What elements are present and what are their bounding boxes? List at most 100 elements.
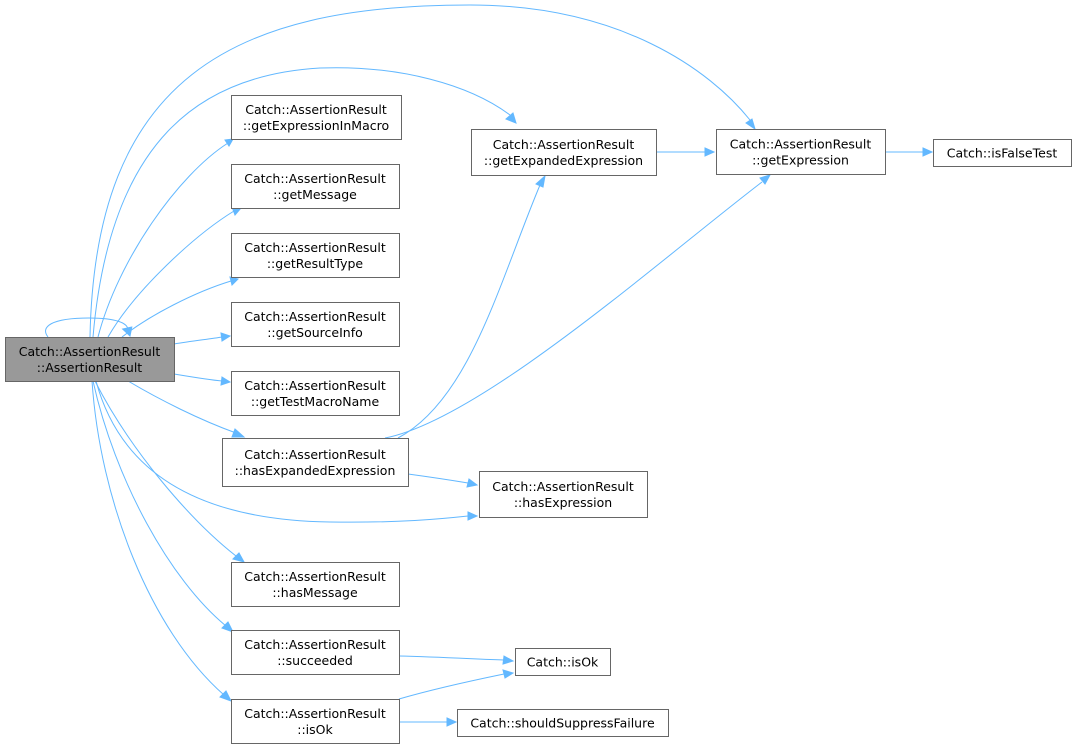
node-label: Catch::shouldSuppressFailure [470,716,655,731]
node-label-line2: ::getSourceInfo [267,325,363,340]
node-ctor[interactable]: Catch::AssertionResult::AssertionResult [5,337,175,382]
node-box [231,95,402,140]
arrowhead-icon [232,552,246,563]
edge-ctor-to-hasExpression [95,380,479,523]
arrowhead-icon [121,326,133,337]
node-label-line2: ::getExpandedExpression [484,153,643,168]
edge-line [94,380,237,557]
node-getExpression[interactable]: Catch::AssertionResult::getExpression [716,129,886,175]
node-hasMessage[interactable]: Catch::AssertionResult::hasMessage [231,562,400,607]
edge-line [173,373,223,382]
edge-hasExpandedExpression-to-getExpandedExpression [397,174,546,439]
edge-line [127,380,237,434]
arrowhead-icon [502,655,515,665]
node-label-line2: ::AssertionResult [37,360,142,375]
edge-ctor-to-hasExpandedExpression [127,380,246,438]
node-box [231,302,400,347]
node-label-line1: Catch::AssertionResult [244,378,386,393]
node-hasExpandedExpression[interactable]: Catch::AssertionResult::hasExpandedExpre… [222,438,409,487]
edge-ctor-to-isOkMember [91,380,233,702]
edge-line [398,655,505,661]
node-getExpressionInMacro[interactable]: Catch::AssertionResult::getExpressionInM… [231,95,402,140]
node-getSourceInfo[interactable]: Catch::AssertionResult::getSourceInfo [231,302,400,347]
node-box [231,562,400,607]
node-isOkMember[interactable]: Catch::AssertionResult::isOk [231,699,400,744]
edge-ctor-to-succeeded [92,380,235,633]
node-shouldSuppressFailure[interactable]: Catch::shouldSuppressFailure [457,709,669,737]
node-box [231,233,400,278]
arrowhead-icon [219,690,233,702]
arrowhead-icon [229,276,239,286]
node-getExpandedExpression[interactable]: Catch::AssertionResult::getExpandedExpre… [471,129,657,176]
arrowhead-icon [467,511,479,521]
node-getResultType[interactable]: Catch::AssertionResult::getResultType [231,233,400,278]
node-box [479,471,648,518]
edge-getExpression-to-isFalseTest [885,147,934,157]
edge-line [89,4,751,338]
node-label-line1: Catch::AssertionResult [244,171,386,186]
arrowhead-icon [922,147,934,157]
node-box [933,139,1072,167]
node-isFalseTest[interactable]: Catch::isFalseTest [933,139,1072,167]
edge-isOkMember-to-shouldSuppressFailure [399,717,458,727]
node-label-line1: Catch::AssertionResult [244,240,386,255]
edge-ctor-to-getExpressionInMacro [97,138,234,338]
node-getMessage[interactable]: Catch::AssertionResult::getMessage [231,164,400,209]
node-label-line2: ::getExpressionInMacro [243,118,389,133]
node-label-line1: Catch::AssertionResult [493,137,635,152]
edge-line [173,336,223,345]
node-label-line1: Catch::AssertionResult [244,637,386,652]
arrowhead-icon [502,669,515,679]
node-label-line2: ::hasMessage [272,585,358,600]
arrowhead-icon [505,112,517,124]
node-label-line2: ::hasExpression [514,495,612,510]
edge-ctor-to-getExpression [89,4,756,338]
edge-ctor-to-getResultType [121,276,239,338]
node-hasExpression[interactable]: Catch::AssertionResult::hasExpression [479,471,648,518]
node-box [231,699,400,744]
arrowhead-icon [466,478,479,488]
node-succeeded[interactable]: Catch::AssertionResult::succeeded [231,630,400,675]
arrowhead-icon [221,621,235,633]
node-label-line1: Catch::AssertionResult [244,569,386,584]
edge-line [91,380,225,696]
edge-line [397,184,541,439]
arrowhead-icon [759,174,772,185]
edge-line [92,380,227,627]
node-label-line1: Catch::AssertionResult [19,344,161,359]
edge-line [95,380,469,523]
edge-ctor-to-getSourceInfo [173,332,232,345]
edge-line [121,280,232,338]
edge-line [398,673,505,700]
edge-ctor-to-getTestMacroName [173,373,232,386]
node-label-line2: ::getExpression [752,153,849,168]
edge-isOkMember-to-isOk [398,669,515,700]
node-label-line2: ::succeeded [277,653,353,668]
node-box [231,630,400,675]
node-label: Catch::isOk [527,655,599,670]
arrowhead-icon [535,174,546,188]
node-label-line2: ::hasExpandedExpression [235,463,396,478]
node-box [471,129,657,176]
node-box [222,438,409,487]
node-label-line2: ::getMessage [273,187,357,202]
edge-getExpandedExpression-to-getExpression [656,147,716,157]
arrowhead-icon [446,717,458,727]
edge-ctor-to-getExpandedExpression [92,67,517,338]
node-label-line1: Catch::AssertionResult [244,447,386,462]
edge-ctor-to-ctor [45,317,133,338]
edge-ctor-to-getMessage [107,206,242,338]
node-label-line2: ::isOk [297,722,333,737]
node-label-line1: Catch::AssertionResult [245,102,387,117]
node-getTestMacroName[interactable]: Catch::AssertionResult::getTestMacroName [231,371,400,416]
node-isOk[interactable]: Catch::isOk [515,648,611,676]
edge-line [97,142,229,338]
node-box [231,164,400,209]
node-label-line1: Catch::AssertionResult [730,137,872,152]
arrowhead-icon [220,332,232,342]
node-box [716,129,886,175]
node-box [5,337,175,382]
node-label: Catch::isFalseTest [947,146,1058,161]
nodes-layer: Catch::AssertionResult::AssertionResultC… [5,95,1072,744]
edge-line [107,210,235,338]
